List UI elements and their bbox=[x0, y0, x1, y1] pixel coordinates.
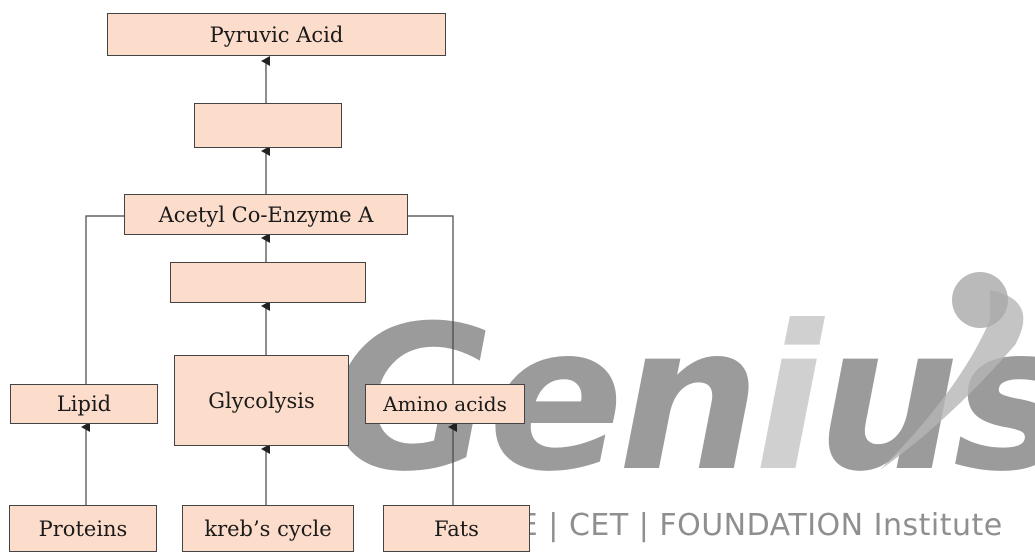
blank-upper-box bbox=[194, 103, 342, 148]
krebs-cycle-label: kreb’s cycle bbox=[204, 516, 332, 541]
logo-part-n: n bbox=[617, 283, 760, 516]
acetyl-coa-label: Acetyl Co-Enzyme A bbox=[158, 202, 374, 227]
krebs-cycle-box: kreb’s cycle bbox=[182, 505, 354, 552]
lipid-label: Lipid bbox=[56, 392, 112, 416]
line-amino-to-acetyl bbox=[408, 215, 454, 384]
glycolysis-label: Glycolysis bbox=[208, 388, 315, 413]
pyruvic-acid-label: Pyruvic Acid bbox=[209, 22, 344, 47]
lipid-box: Lipid bbox=[10, 384, 158, 424]
amino-acids-label: Amino acids bbox=[383, 392, 507, 416]
pyruvic-acid-box: Pyruvic Acid bbox=[107, 13, 446, 56]
logo-part-i: i bbox=[754, 283, 823, 516]
proteins-label: Proteins bbox=[38, 516, 128, 541]
blank-lower-box bbox=[170, 262, 366, 303]
glycolysis-box: Glycolysis bbox=[174, 355, 349, 446]
fats-box: Fats bbox=[383, 505, 530, 552]
line-lipid-to-acetyl bbox=[85, 215, 124, 384]
tagline-watermark: JEE | CET | FOUNDATION Institute bbox=[490, 508, 1003, 543]
acetyl-coa-box: Acetyl Co-Enzyme A bbox=[124, 194, 408, 235]
amino-acids-box: Amino acids bbox=[365, 384, 525, 424]
fats-label: Fats bbox=[434, 516, 479, 541]
proteins-box: Proteins bbox=[9, 505, 157, 552]
